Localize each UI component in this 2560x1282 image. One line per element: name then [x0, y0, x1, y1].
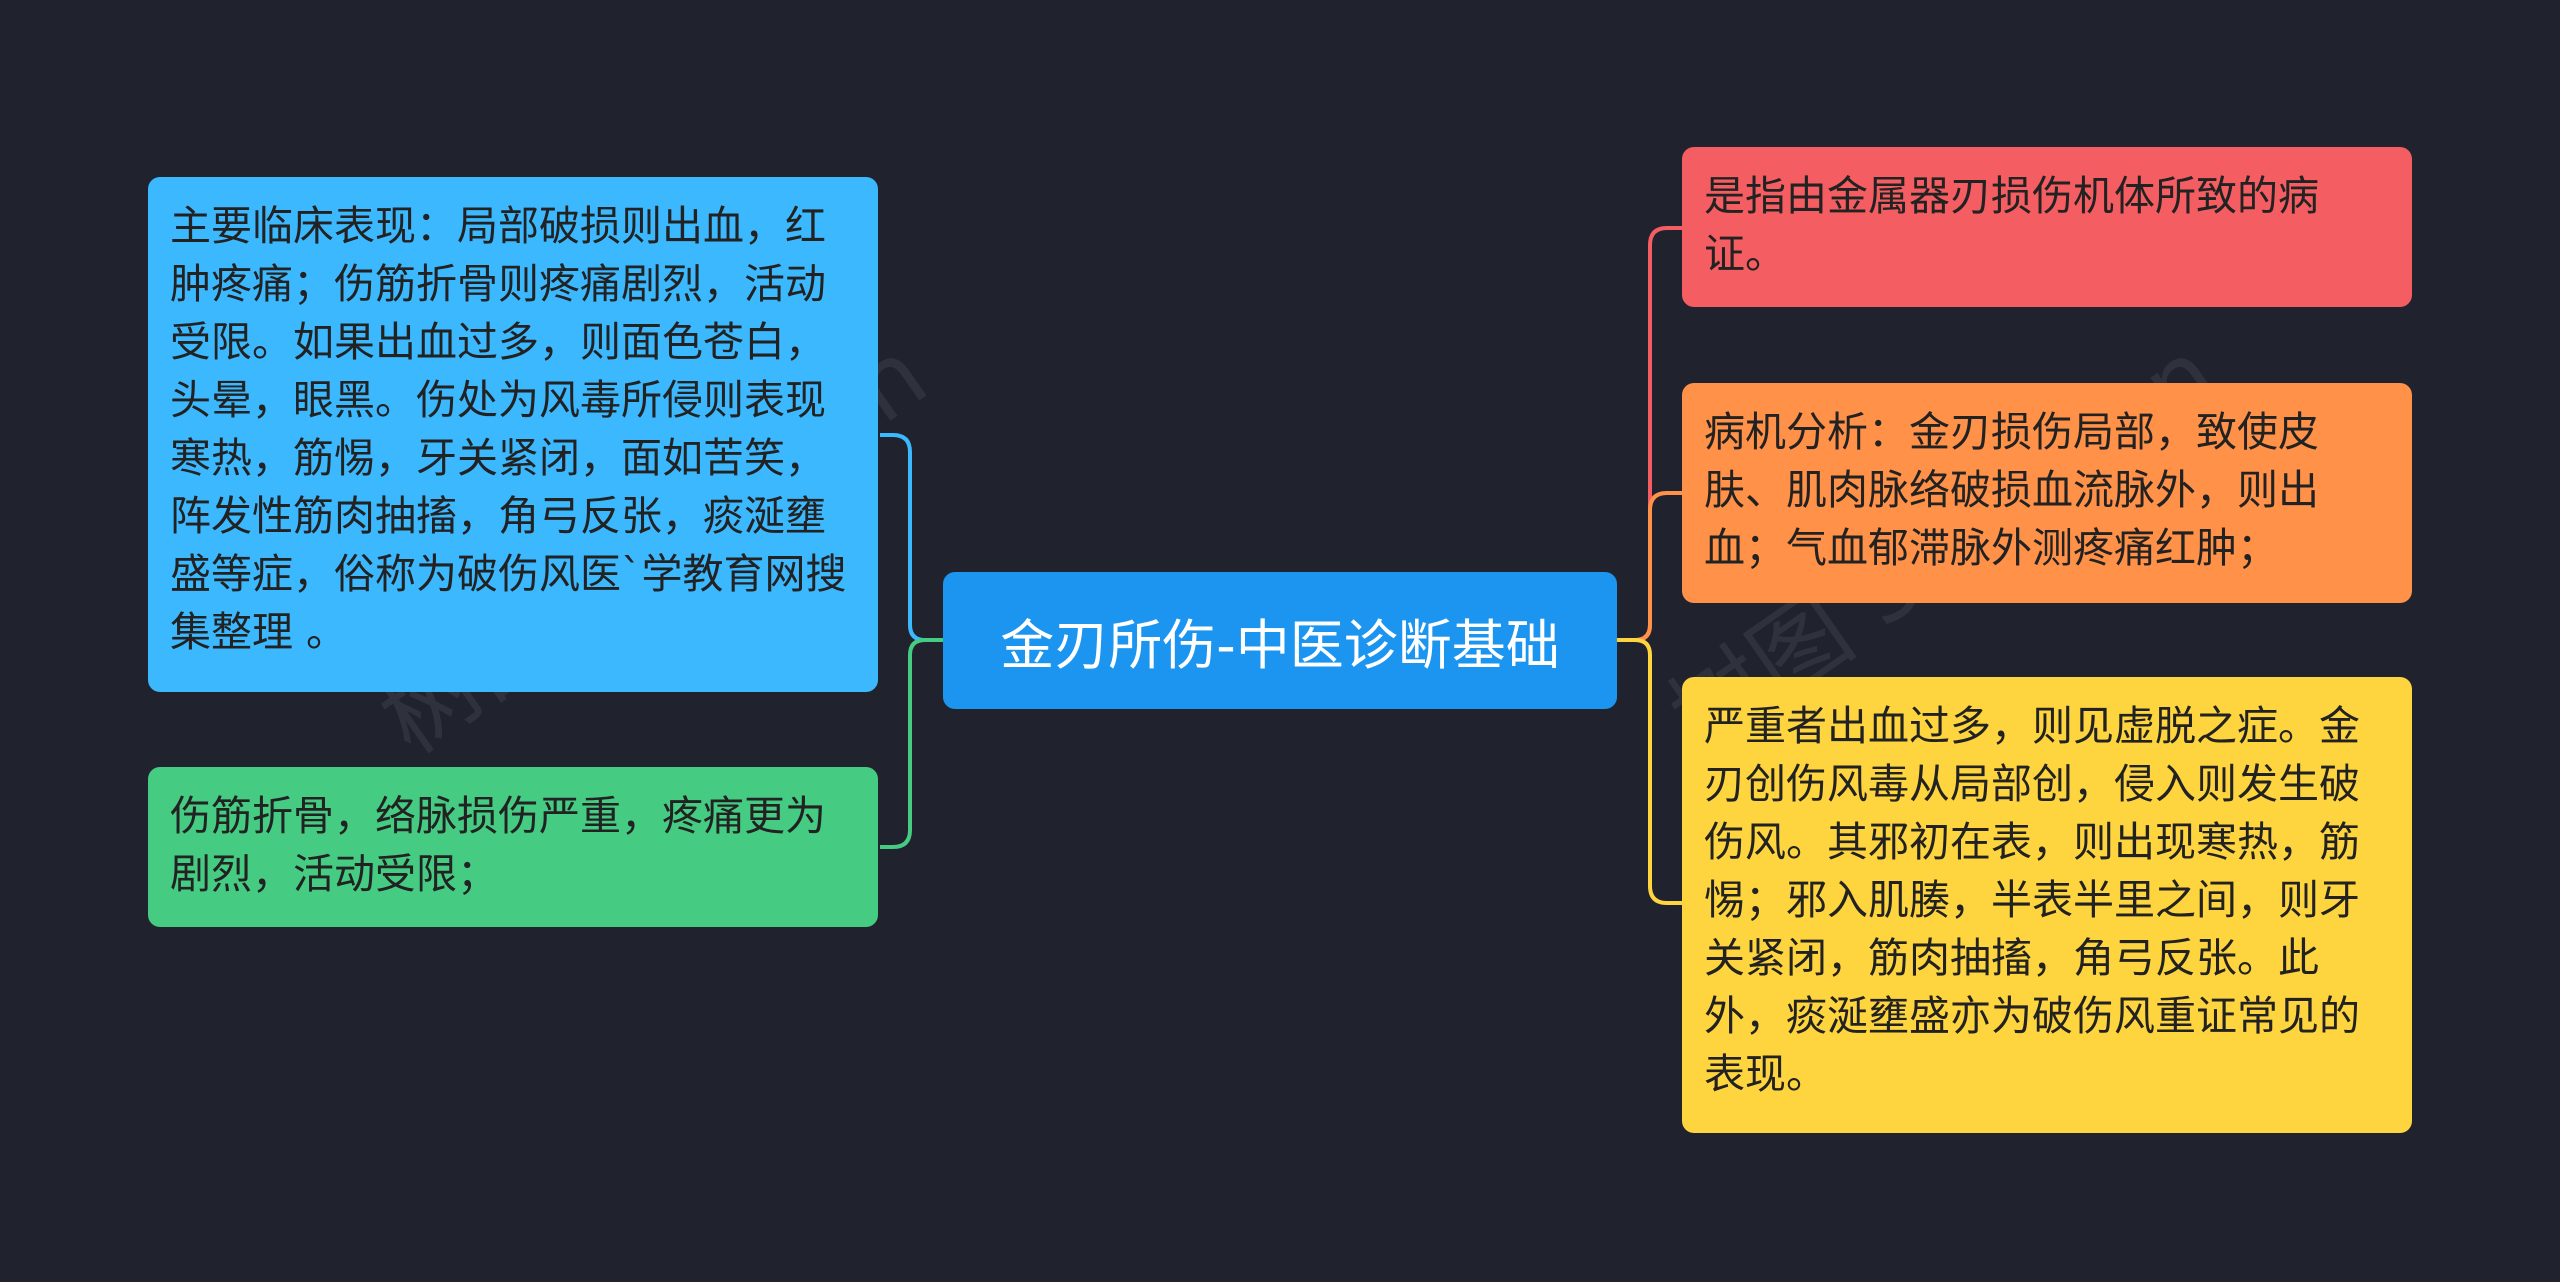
topic-pathogenesis[interactable]: 病机分析：金刃损伤局部，致使皮肤、肌肉脉络破损血流脉外，则出血；气血郁滞脉外测疼…: [1682, 383, 2412, 603]
connector-right-2: [1617, 638, 1682, 905]
topic-severe-cases[interactable]: 严重者出血过多，则见虚脱之症。金刃创伤风毒从局部创，侵入则发生破伤风。其邪初在表…: [1682, 677, 2412, 1133]
topic-clinical-manifestations[interactable]: 主要临床表现：局部破损则出血，红肿疼痛；伤筋折骨则疼痛剧烈，活动受限。如果出血过…: [148, 177, 878, 692]
topic-definition[interactable]: 是指由金属器刃损伤机体所致的病证。: [1682, 147, 2412, 307]
connector-left-0: [880, 433, 943, 642]
topic-tendon-bone-injury[interactable]: 伤筋折骨，络脉损伤严重，疼痛更为剧烈，活动受限；: [148, 767, 878, 927]
root-topic[interactable]: 金刃所伤-中医诊断基础: [943, 572, 1617, 709]
connector-left-1: [880, 638, 943, 849]
connector-right-1: [1617, 491, 1682, 642]
